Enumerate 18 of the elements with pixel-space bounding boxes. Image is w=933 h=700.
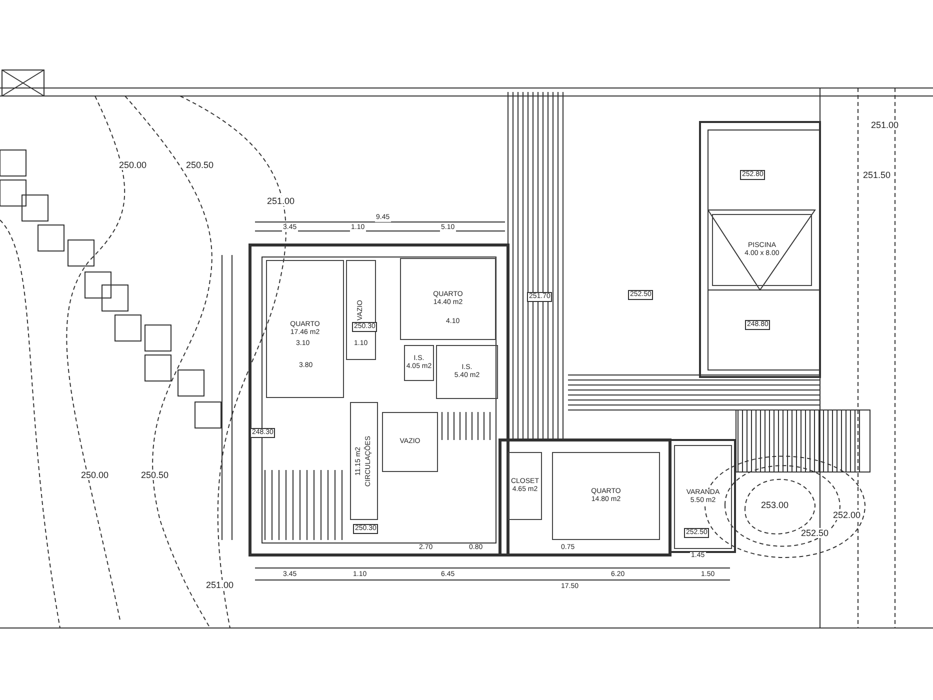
room-area <box>382 412 438 472</box>
room-area <box>436 345 498 399</box>
contour-label: 250.00 <box>118 160 148 170</box>
room-area <box>404 345 434 381</box>
pool-area <box>712 214 812 286</box>
room-area <box>552 452 660 540</box>
contour-label: 251.50 <box>862 170 892 180</box>
contour-label: 250.50 <box>185 160 215 170</box>
contour-label: 250.50 <box>140 470 170 480</box>
room-area <box>350 402 378 520</box>
contour-label: 253.00 <box>760 500 790 510</box>
room-area <box>508 452 542 520</box>
contour-label: 252.50 <box>800 528 830 538</box>
contour-label: 250.00 <box>80 470 110 480</box>
contour-label: 251.00 <box>870 120 900 130</box>
contour-label: 252.00 <box>832 510 862 520</box>
contour-label: 251.00 <box>266 196 296 206</box>
contour-label: 251.00 <box>205 580 235 590</box>
